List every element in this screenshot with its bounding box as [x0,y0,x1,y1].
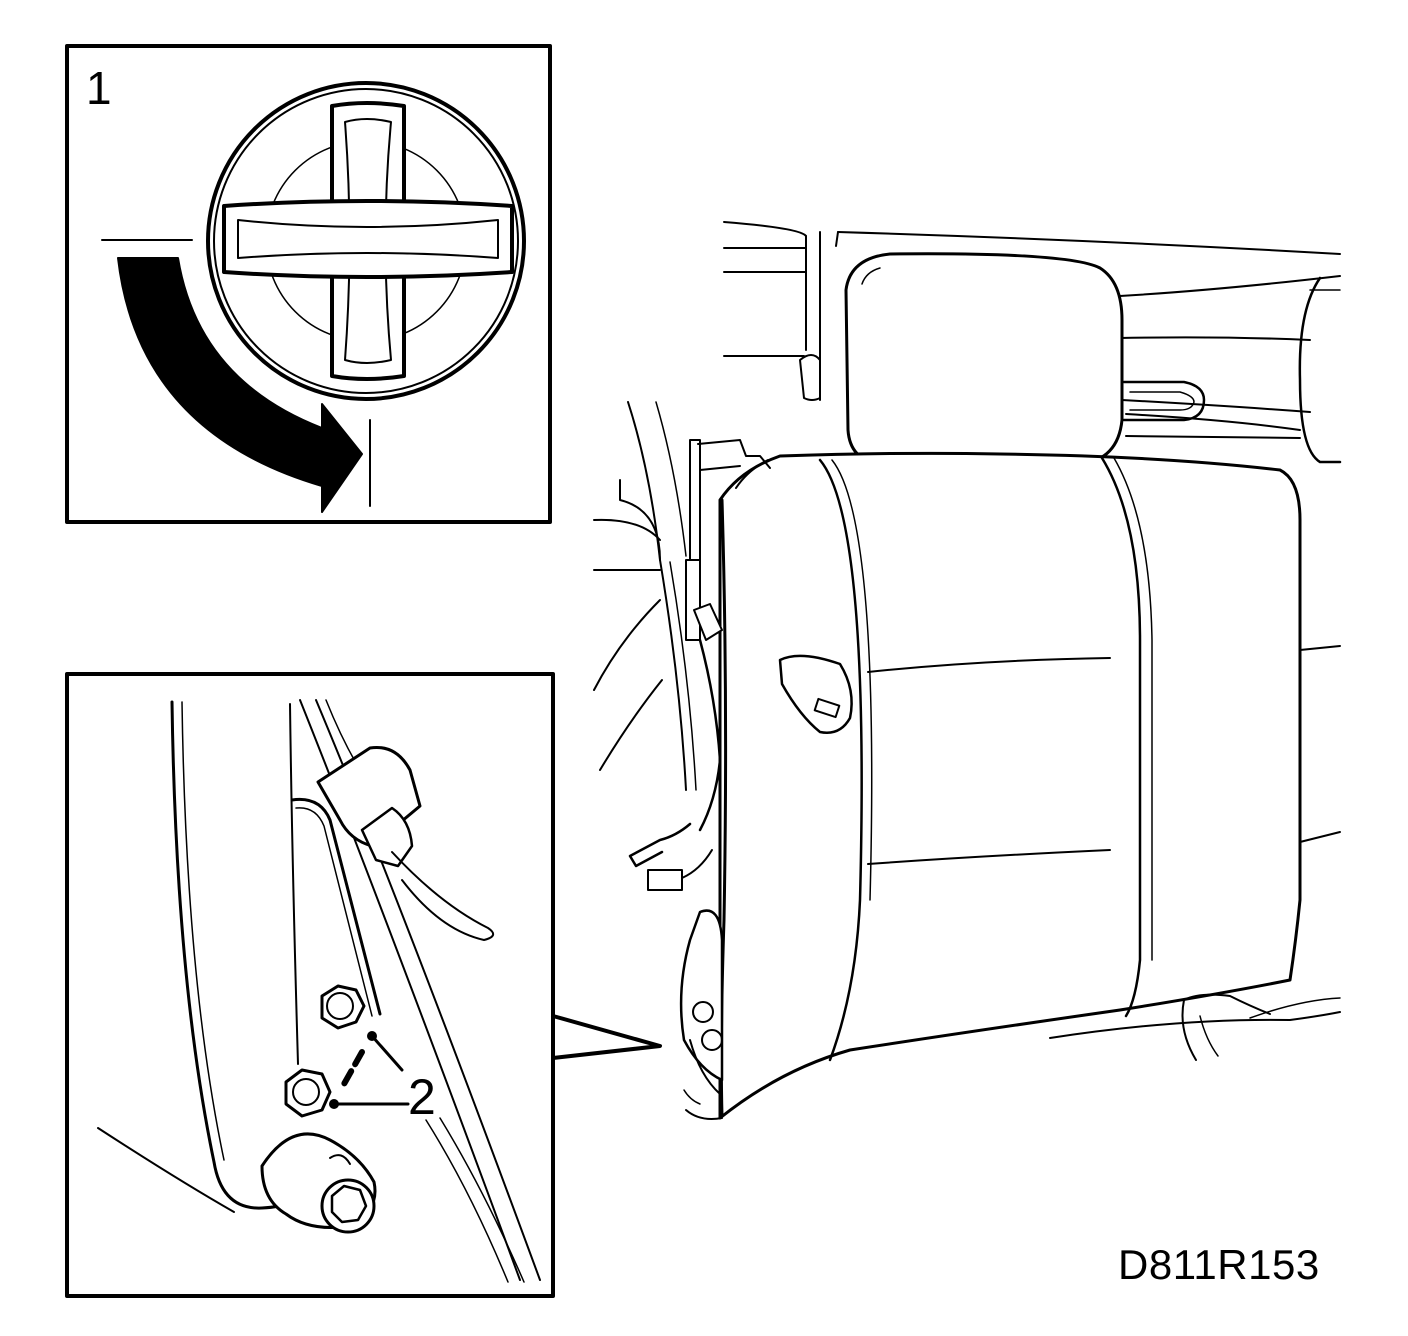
drawing-code: D811R153 [1118,1241,1320,1288]
anchor-bolt-icon [320,1178,376,1234]
inset-recline-knob: 1 [65,44,552,524]
rear-seat-view [593,221,1342,1120]
inset-top-label: 1 [86,62,112,114]
lower-bolt-icon [284,1068,332,1118]
inset-bottom-label: 2 [408,1069,436,1125]
rotation-arrow-icon [117,257,363,513]
inset-seat-bolts: 2 [65,672,662,1298]
upper-bolt-icon [320,984,366,1030]
